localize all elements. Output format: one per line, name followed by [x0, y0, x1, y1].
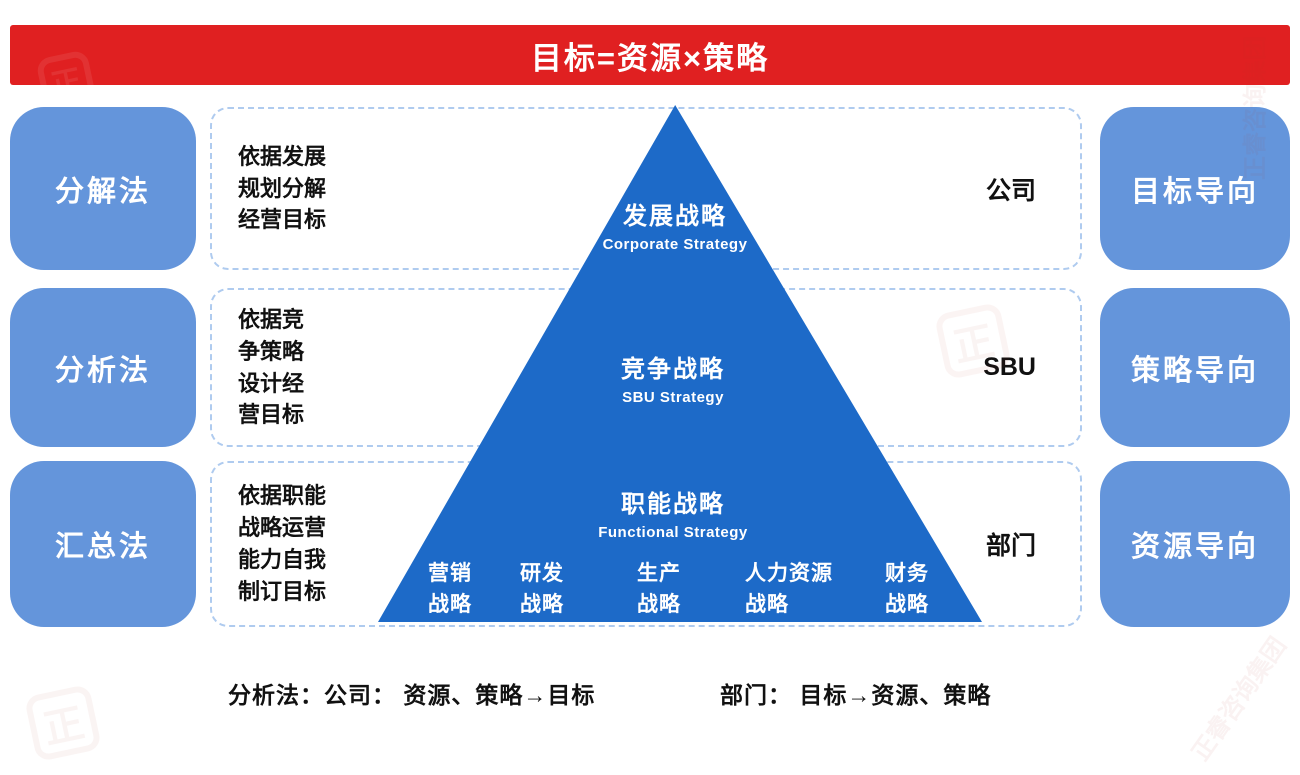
title-banner: 正 目标=资源×策略	[10, 25, 1290, 111]
row-note: 依据发展 规划分解 经营目标	[238, 143, 327, 233]
method-label: 汇总法	[54, 531, 151, 563]
watermark-logo: 正	[35, 49, 97, 111]
watermark-text: 正睿咨询集团	[1187, 632, 1292, 766]
row-note: 依据职能 战略运营 能力自我 制订目标	[238, 483, 327, 604]
method-label: 分解法	[54, 175, 151, 208]
function-label-hr: 人力资源 战略	[745, 562, 833, 616]
function-label-production: 生产 战略	[637, 562, 681, 616]
orientation-box-goal: 目标导向	[1100, 107, 1290, 270]
function-label-marketing: 营销 战略	[428, 562, 472, 616]
row-scope-label: 部门	[985, 532, 1036, 560]
function-label-finance: 财务 战略	[885, 562, 929, 616]
method-box-decompose: 分解法	[10, 107, 196, 270]
method-box-aggregate: 汇总法	[10, 461, 196, 627]
watermark-logo: 正	[23, 683, 103, 763]
method-box-analyze: 分析法	[10, 288, 196, 447]
row-scope-label: 公司	[985, 176, 1036, 205]
orientation-label: 策略导向	[1130, 354, 1259, 387]
function-label-rnd: 研发 战略	[520, 562, 564, 616]
row-scope-label: SBU	[983, 353, 1036, 381]
footer-formula-department: 部门： 目标→资源、策略	[720, 682, 992, 708]
orientation-box-strategy: 策略导向	[1100, 288, 1290, 447]
orientation-box-resource: 资源导向	[1100, 461, 1290, 627]
orientation-label: 资源导向	[1130, 531, 1259, 563]
method-label: 分析法	[54, 354, 151, 387]
page-title: 目标=资源×策略	[530, 40, 770, 76]
row-note: 依据竞 争策略 设计经 营目标	[238, 306, 305, 428]
orientation-label: 目标导向	[1130, 175, 1259, 208]
footer-formula-company: 分析法：公司： 资源、策略→目标	[228, 682, 596, 708]
